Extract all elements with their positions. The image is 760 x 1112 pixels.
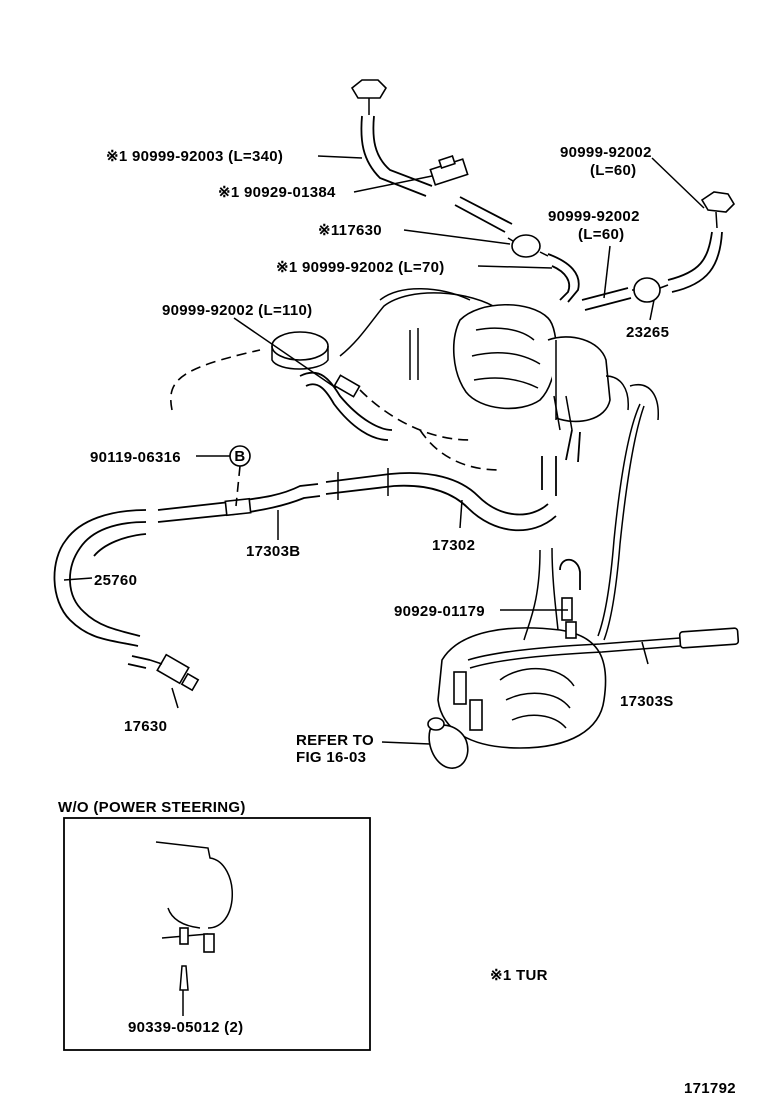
hose-340	[360, 115, 433, 197]
label-cap-05012: 90339-05012 (2)	[128, 1019, 243, 1036]
label-pipe-17303b: 17303B	[246, 543, 300, 560]
hose-110	[299, 371, 393, 441]
hose-60-mid	[581, 287, 632, 311]
label-refer-a: REFER TO	[296, 732, 374, 749]
ref-b-marker: B	[229, 445, 251, 467]
engine-outline	[170, 288, 659, 471]
label-fig-number: 171792	[684, 1080, 736, 1097]
label-clip-01179: 90929-01179	[394, 603, 485, 620]
assembly-lower-right	[437, 547, 607, 749]
part-23265-body	[632, 277, 669, 303]
fitting-top-right	[700, 191, 736, 229]
hose-25760-shape	[53, 509, 151, 669]
valve-17630-part	[149, 653, 200, 692]
pipe-17303s-shape	[467, 403, 740, 669]
label-inset-title: W/O (POWER STEERING)	[58, 799, 246, 816]
label-hose-60-top-a: 90999-92002	[560, 144, 652, 161]
fitting-top-left	[350, 79, 388, 115]
labels: ※1 90999-92003 (L=340) ※1 90929-01384 ※1…	[58, 144, 736, 1097]
label-hose-25760: 25760	[94, 572, 137, 589]
label-bolt-06316: 90119-06316	[90, 449, 181, 466]
pipe-17303b-shape	[157, 483, 321, 523]
pipe-17302-shape	[325, 429, 581, 532]
label-pipe-17302: 17302	[432, 537, 475, 554]
label-clip-01384: ※1 90929-01384	[218, 184, 336, 201]
label-hose-60-top-b: (L=60)	[590, 162, 636, 179]
leader-lines	[63, 155, 705, 745]
label-hose-340: ※1 90999-92003 (L=340)	[106, 148, 283, 165]
label-hose-60-mid-a: 90999-92002	[548, 208, 640, 225]
clip-01384-part	[429, 155, 469, 186]
label-part-23265: 23265	[626, 324, 669, 341]
label-valve-117630: ※117630	[318, 222, 382, 239]
label-ref-b: B	[234, 448, 245, 465]
hose-70	[547, 253, 580, 303]
label-hose-110: 90999-92002 (L=110)	[162, 302, 312, 319]
label-hose-70: ※1 90999-92002 (L=70)	[276, 259, 445, 276]
label-hose-60-mid-b: (L=60)	[578, 226, 624, 243]
label-pipe-17303s: 17303S	[620, 693, 674, 710]
label-valve-17630: 17630	[124, 718, 167, 735]
label-refer-b: FIG 16-03	[296, 749, 366, 766]
label-note-tur: ※1 TUR	[490, 967, 548, 984]
valve-117630-part	[507, 234, 549, 258]
hose-60-top	[667, 231, 723, 293]
sensor-fig-16-03	[427, 717, 469, 769]
inset-box	[63, 817, 371, 1051]
short-hose-upper	[454, 196, 513, 233]
